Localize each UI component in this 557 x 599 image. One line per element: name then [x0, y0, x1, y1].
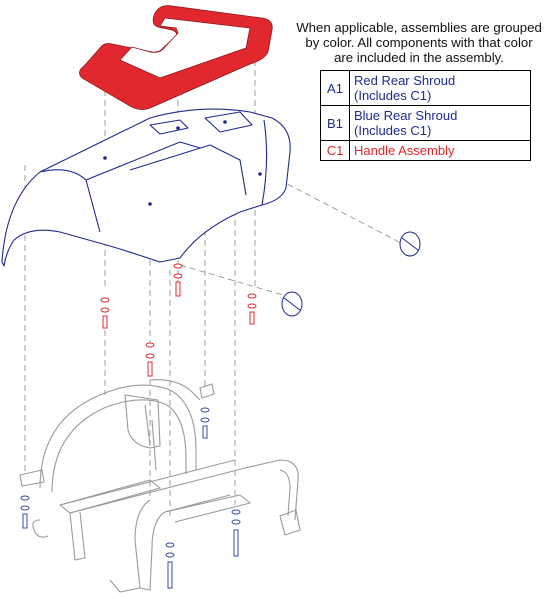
end-cap-right: [399, 231, 421, 257]
assembly-legend-table: A1 Red Rear Shroud (Includes C1) B1 Blue…: [320, 70, 531, 161]
legend-id: A1: [320, 70, 350, 106]
legend-description-line2: (Includes C1): [354, 123, 432, 138]
rear-shroud-part: [1, 108, 291, 267]
legend-description: Red Rear Shroud (Includes C1): [349, 70, 531, 106]
shroud-hardware-holes: [103, 120, 262, 206]
legend-description: Blue Rear Shroud (Includes C1): [349, 105, 531, 141]
legend-description-line2: (Includes C1): [354, 88, 432, 103]
hardware-blue: [20, 407, 241, 589]
legend-description: Handle Assembly: [349, 140, 531, 161]
color-grouping-note: When applicable, assemblies are grouped …: [282, 20, 556, 65]
legend-row-a1: A1 Red Rear Shroud (Includes C1): [320, 70, 531, 106]
legend-description-line1: Red Rear Shroud: [354, 73, 456, 88]
end-cap-left: [281, 291, 303, 317]
handle-assembly-part: [79, 5, 273, 110]
hardware-red: [100, 263, 257, 377]
frame-part: [19, 379, 301, 593]
legend-row-b1: B1 Blue Rear Shroud (Includes C1): [320, 105, 531, 141]
legend-id: C1: [320, 140, 350, 161]
legend-description-line1: Handle Assembly: [354, 143, 455, 158]
note-line-1: When applicable, assemblies are grouped: [296, 20, 542, 35]
note-line-3: are included in the assembly.: [334, 50, 504, 65]
legend-id: B1: [320, 105, 350, 141]
note-line-2: by color. All components with that color: [305, 35, 533, 50]
legend-description-line1: Blue Rear Shroud: [354, 108, 458, 123]
legend-row-c1: C1 Handle Assembly: [320, 140, 531, 161]
